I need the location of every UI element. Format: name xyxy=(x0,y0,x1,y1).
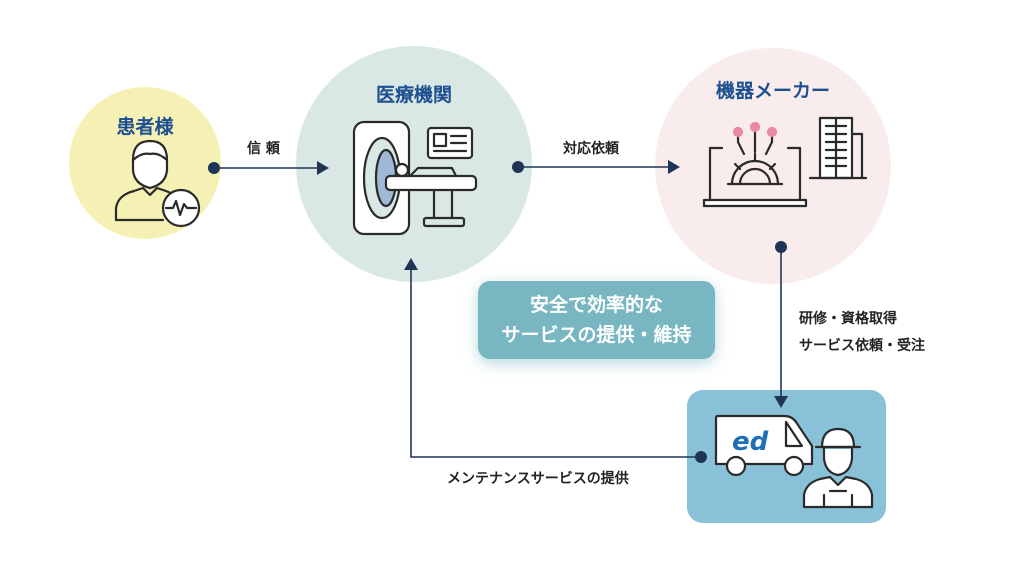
service-order-label: サービス依頼・受注 xyxy=(799,338,925,354)
hospital-title: 医療機関 xyxy=(375,84,452,106)
manufacturer-icon xyxy=(702,116,868,208)
maintenance-label: メンテナンスサービスの提供 xyxy=(447,471,629,487)
patient-connector-dot xyxy=(208,162,220,174)
hospital-return-arrow-head xyxy=(404,258,418,270)
service-van-icon: ed xyxy=(714,414,814,477)
maker-title: 機器メーカー xyxy=(715,80,830,102)
service-logo: ed xyxy=(732,427,769,457)
trust-label: 信 頼 xyxy=(247,141,280,157)
center-message-box: 安全で効率的な サービスの提供・維持 xyxy=(478,281,715,359)
maker-connector-dot xyxy=(775,241,787,253)
patient-title: 患者様 xyxy=(116,116,174,138)
training-label: 研修・資格取得 xyxy=(799,311,897,327)
hospital-arrow-head xyxy=(317,161,329,175)
hospital-circle xyxy=(296,46,532,282)
service-connector-dot xyxy=(695,451,707,463)
technician-icon xyxy=(802,427,874,509)
maker-arrow-head xyxy=(668,160,680,174)
service-arrow-head xyxy=(774,396,788,408)
hospital-connector-dot xyxy=(512,161,524,173)
center-message-line1: 安全で効率的な xyxy=(529,294,663,316)
mri-scanner-icon xyxy=(352,120,478,236)
request-label: 対応依頼 xyxy=(563,141,619,157)
center-message-line2: サービスの提供・維持 xyxy=(501,324,692,346)
patient-icon xyxy=(114,139,201,228)
